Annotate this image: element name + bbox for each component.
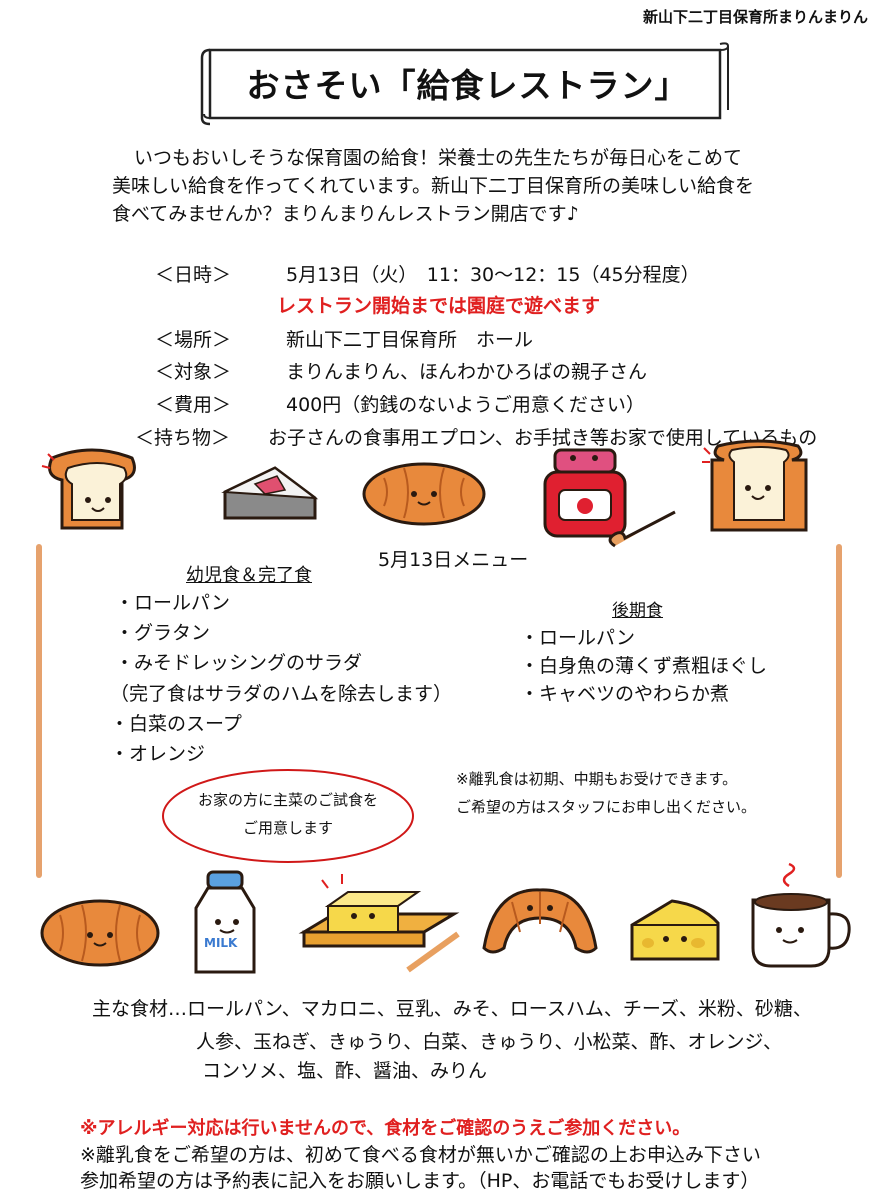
datetime-note: レストラン開始までは園庭で遊べます bbox=[277, 295, 601, 317]
croissant-icon bbox=[482, 888, 598, 954]
fee-value: 400円（釣銭のないようご用意ください） bbox=[286, 394, 645, 416]
butter-icon bbox=[298, 874, 460, 973]
late-menu-item: ・キャベツのやわらか煮 bbox=[520, 683, 730, 705]
title-scroll-banner bbox=[200, 42, 730, 126]
target-value: まりんまりん、ほんわかひろばの親子さん bbox=[286, 361, 648, 383]
baby-food-note: ※離乳食は初期、中期もお受けできます。 bbox=[456, 770, 738, 788]
ingredients-line: 主な食材…ロールパン、マカロニ、豆乳、みそ、ロースハム、チーズ、米粉、砂糖、 bbox=[92, 998, 812, 1020]
tasting-note-line: ご用意します bbox=[242, 819, 333, 837]
toddler-menu-item: ・白菜のスープ bbox=[110, 713, 242, 735]
items-value: お子さんの食事用エプロン、お手拭き等お家で使用しているもの bbox=[268, 427, 818, 449]
coffee-cup-icon bbox=[751, 862, 851, 968]
bread-loaf-icon bbox=[702, 439, 808, 532]
intro-paragraph: いつもおいしそうな保育園の給食！栄養士の先生たちが毎日心をこめて 美味しい給食を… bbox=[112, 144, 832, 228]
baby-food-note: ご希望の方はスタッフにお申し出ください。 bbox=[456, 798, 757, 816]
intro-line: 食べてみませんか？まりんまりんレストラン開店です♪ bbox=[112, 203, 579, 225]
page-title: おさそい「給食レストラン」 bbox=[246, 66, 689, 105]
fee-label: ＜費用＞ bbox=[155, 394, 232, 416]
roll-bread-icon bbox=[40, 899, 160, 967]
ingredients-line: 人参、玉ねぎ、きゅうり、白菜、きゅうり、小松菜、酢、オレンジ、 bbox=[196, 1031, 782, 1053]
milk-bottle-icon bbox=[194, 870, 256, 974]
late-menu-item: ・白身魚の薄くず煮粗ほぐし bbox=[520, 655, 768, 677]
place-label: ＜場所＞ bbox=[155, 329, 232, 351]
toddler-menu-item: ・グラタン bbox=[115, 622, 211, 644]
menu-right-border bbox=[836, 544, 842, 878]
toddler-menu-item: ・オレンジ bbox=[110, 743, 206, 765]
menu-title: 5月13日メニュー bbox=[378, 549, 529, 571]
late-menu-heading: 後期食 bbox=[612, 601, 663, 621]
toast-icon bbox=[41, 448, 136, 530]
toddler-menu-note: （完了食はサラダのハムを除去します） bbox=[110, 683, 453, 705]
place-value: 新山下二丁目保育所 ホール bbox=[286, 329, 534, 351]
tasting-note: お家の方に主菜のご試食を ご用意します bbox=[160, 786, 416, 842]
toddler-menu-item: ・ロールパン bbox=[115, 592, 230, 614]
baby-food-notice: ※離乳食をご希望の方は、初めて食べる食材が無いかご確認の上お申込み下さい bbox=[80, 1144, 761, 1166]
items-label: ＜持ち物＞ bbox=[135, 427, 231, 449]
datetime-label: ＜日時＞ bbox=[155, 264, 232, 286]
ingredients-line: コンソメ、塩、酢、醤油、みりん bbox=[202, 1060, 488, 1082]
allergy-note: ※アレルギー対応は行いませんので、食材をご確認のうえご参加ください。 bbox=[80, 1118, 691, 1139]
organization-name: 新山下二丁目保育所まりんまりん bbox=[642, 8, 868, 26]
intro-line: 美味しい給食を作ってくれています。新山下二丁目保育所の美味しい給食を bbox=[112, 175, 755, 197]
toddler-menu-heading: 幼児食＆完了食 bbox=[186, 565, 312, 586]
tasting-note-line: お家の方に主菜のご試食を bbox=[197, 791, 378, 809]
datetime-value: 5月13日（火） 11：30〜12：15（45分程度） bbox=[286, 264, 700, 286]
cheese-icon bbox=[630, 899, 720, 961]
menu-left-border bbox=[36, 544, 42, 878]
milk-label: MILK bbox=[204, 936, 238, 950]
intro-line: いつもおいしそうな保育園の給食！栄養士の先生たちが毎日心をこめて bbox=[134, 147, 743, 169]
target-label: ＜対象＞ bbox=[155, 361, 232, 383]
toddler-menu-item: ・みそドレッシングのサラダ bbox=[115, 652, 363, 674]
roll-bread-icon bbox=[362, 462, 486, 526]
reservation-notice: 参加希望の方は予約表に記入をお願いします。（HP、お電話でもお受けします） bbox=[80, 1170, 760, 1192]
cake-icon bbox=[221, 466, 319, 520]
jam-jar-icon bbox=[543, 448, 676, 548]
late-menu-item: ・ロールパン bbox=[520, 627, 635, 649]
tasting-circle bbox=[162, 769, 414, 863]
